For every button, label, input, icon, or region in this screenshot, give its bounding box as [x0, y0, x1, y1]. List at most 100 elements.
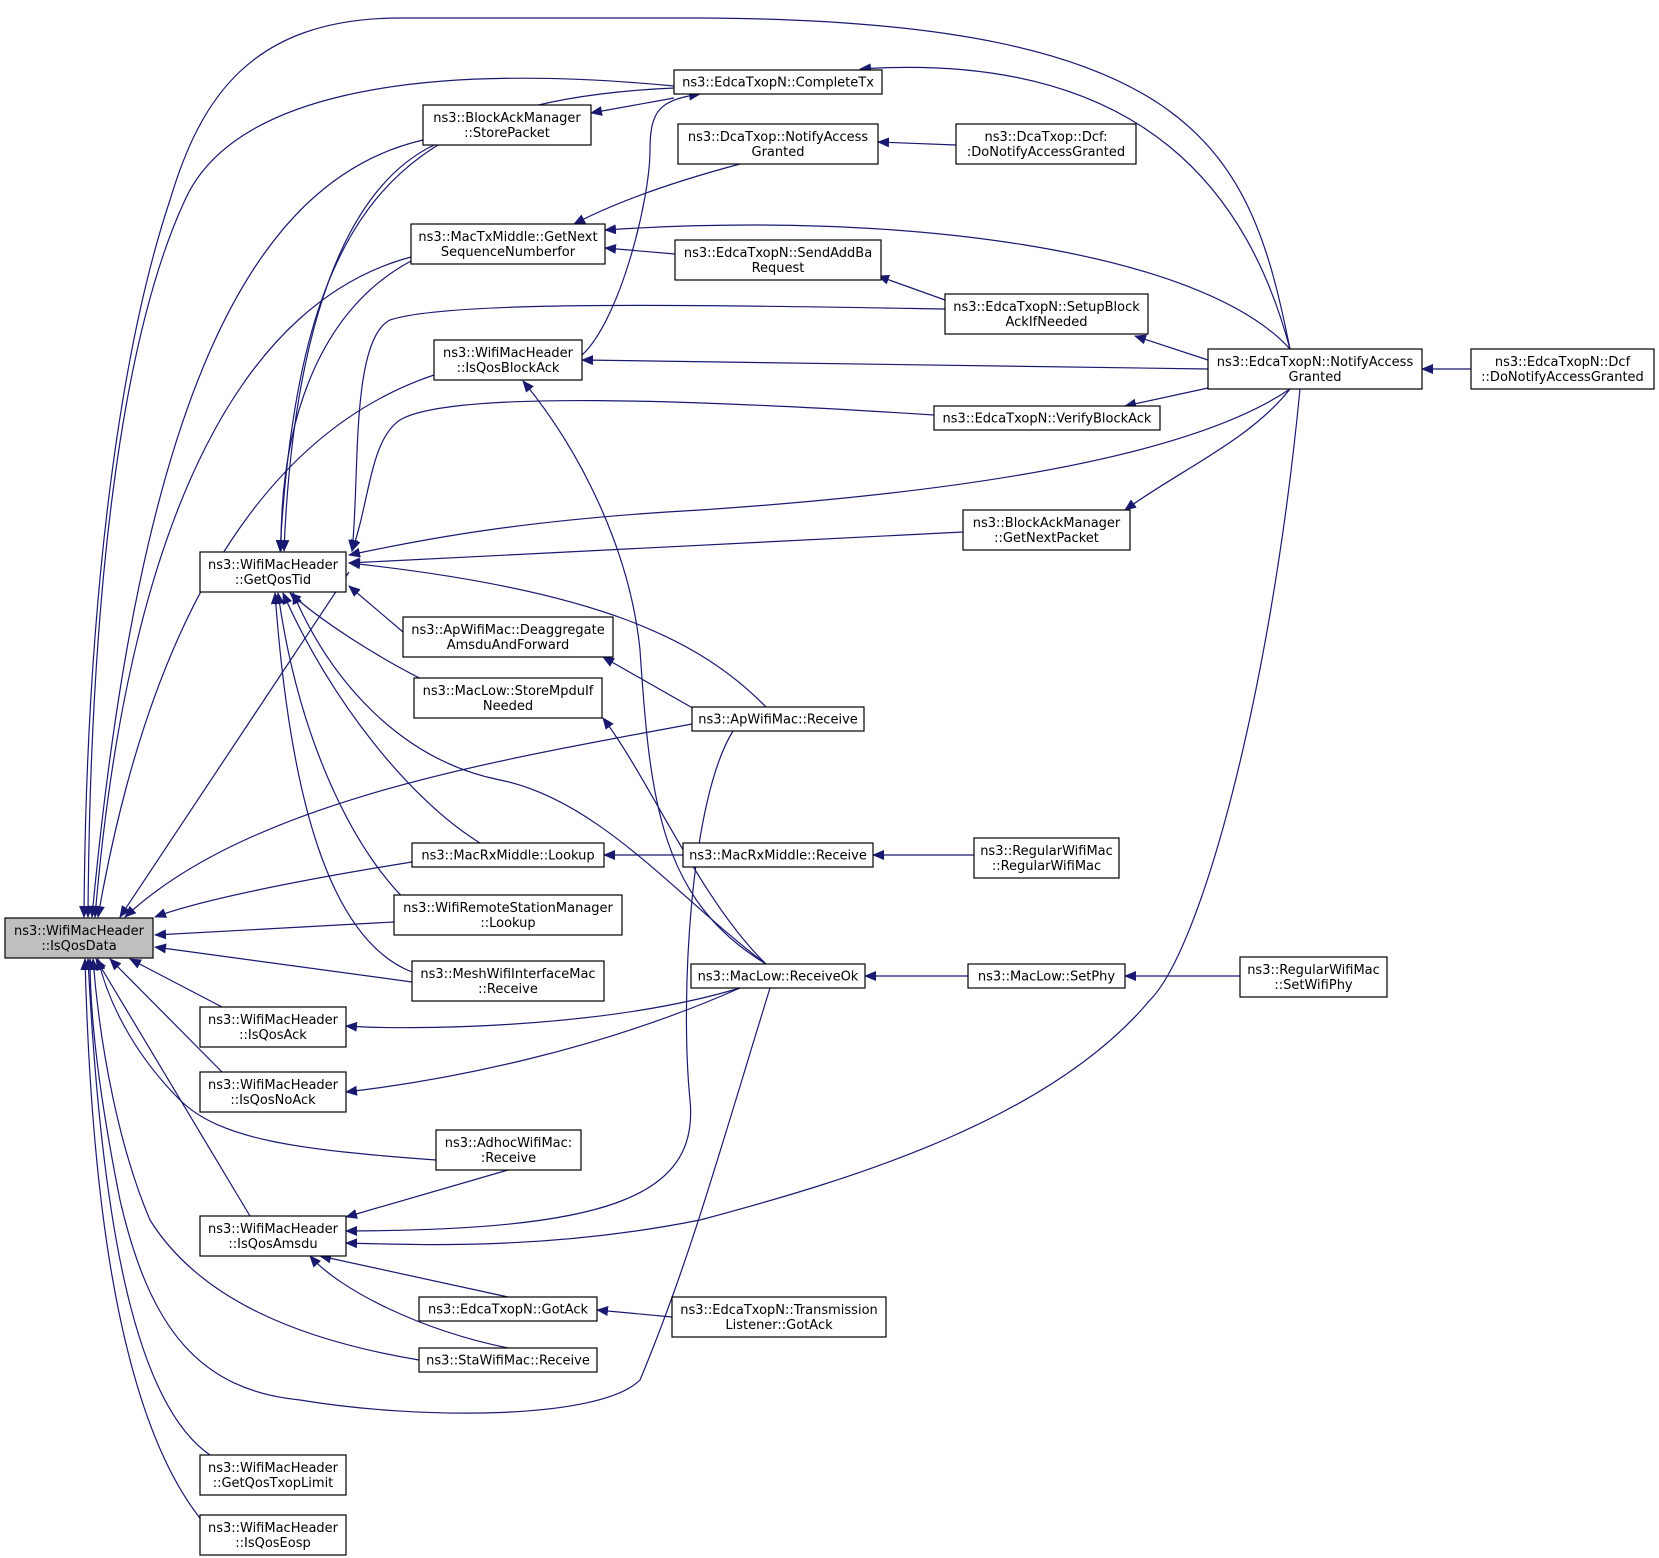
- node-label: ns3::RegularWifiMac: [1247, 963, 1380, 978]
- call-edge: [95, 958, 437, 1161]
- call-edge: [274, 592, 413, 907]
- node-box: [433, 339, 583, 381]
- node-label: ns3::ApWifiMac::Deaggregate: [411, 623, 605, 638]
- call-edge: [270, 592, 413, 973]
- node-label: ns3::ApWifiMac::Receive: [698, 713, 858, 728]
- node-box: [199, 1514, 347, 1556]
- node-gettxoplimit[interactable]: ns3::WifiMacHeader::GetQosTxopLimit: [199, 1454, 347, 1496]
- call-edge: [859, 63, 1291, 350]
- node-label: SequenceNumberfor: [441, 245, 576, 260]
- node-box: [418, 1347, 598, 1373]
- node-label: ::Lookup: [480, 916, 535, 931]
- call-edge: [581, 90, 701, 356]
- node-stareceive[interactable]: ns3::StaWifiMac::Receive: [418, 1347, 598, 1373]
- node-isqosnoack[interactable]: ns3::WifiMacHeader::IsQosNoAck: [199, 1071, 347, 1113]
- node-label: ns3::EdcaTxopN::VerifyBlockAck: [943, 412, 1152, 427]
- node-setwifiphy[interactable]: ns3::RegularWifiMac::SetWifiPhy: [1239, 956, 1388, 998]
- node-box: [418, 1296, 598, 1322]
- node-meshreceive[interactable]: ns3::MeshWifiInterfaceMac::Receive: [411, 960, 605, 1002]
- node-box: [199, 1006, 347, 1048]
- node-receiveok[interactable]: ns3::MacLow::ReceiveOk: [690, 963, 866, 989]
- node-completetx[interactable]: ns3::EdcaTxopN::CompleteTx: [673, 69, 883, 95]
- call-edge: [602, 717, 767, 965]
- node-box: [973, 837, 1120, 879]
- node-label: ::GetQosTid: [235, 573, 311, 588]
- node-dcfdonotify[interactable]: ns3::DcaTxop::Dcf::DoNotifyAccessGranted: [955, 123, 1137, 165]
- call-edge: [522, 380, 767, 965]
- node-label: ns3::MacTxMiddle::GetNext: [418, 230, 597, 245]
- node-box: [199, 1071, 347, 1113]
- node-label: ::IsQosBlockAck: [457, 361, 560, 376]
- node-label: ::IsQosAmsdu: [228, 1237, 317, 1252]
- node-label: ns3::WifiMacHeader: [208, 1461, 339, 1476]
- node-isqoseosp[interactable]: ns3::WifiMacHeader::IsQosEosp: [199, 1514, 347, 1556]
- node-setphy[interactable]: ns3::MacLow::SetPhy: [967, 963, 1126, 989]
- node-regularctor[interactable]: ns3::RegularWifiMac::RegularWifiMac: [973, 837, 1120, 879]
- node-box: [955, 123, 1137, 165]
- node-box: [691, 706, 865, 732]
- node-translistener[interactable]: ns3::EdcaTxopN::TransmissionListener::Go…: [671, 1296, 887, 1338]
- node-edcanotify[interactable]: ns3::EdcaTxopN::NotifyAccessGranted: [1207, 348, 1423, 390]
- node-deaggregate[interactable]: ns3::ApWifiMac::DeaggregateAmsduAndForwa…: [402, 616, 614, 658]
- nodes: ns3::WifiMacHeader::IsQosDatans3::WifiMa…: [4, 69, 1655, 1556]
- node-label: ns3::DcaTxop::Dcf:: [984, 130, 1107, 145]
- node-box: [411, 842, 605, 868]
- node-label: ns3::BlockAckManager: [433, 111, 581, 126]
- call-edge: [109, 958, 223, 1073]
- node-apreceive[interactable]: ns3::ApWifiMac::Receive: [691, 706, 865, 732]
- node-dcanotify[interactable]: ns3::DcaTxop::NotifyAccessGranted: [677, 123, 879, 165]
- call-edge: [877, 137, 957, 148]
- call-edge: [350, 399, 935, 552]
- node-isqosamsdu[interactable]: ns3::WifiMacHeader::IsQosAmsdu: [199, 1215, 347, 1257]
- call-edge: [581, 355, 1209, 370]
- call-edge: [124, 723, 693, 918]
- node-label: ns3::EdcaTxopN::CompleteTx: [682, 76, 874, 91]
- node-label: ns3::MacRxMiddle::Lookup: [421, 849, 594, 864]
- node-box: [199, 1454, 347, 1496]
- node-label: ns3::RegularWifiMac: [980, 844, 1113, 859]
- node-box: [1470, 348, 1655, 390]
- node-rsmlookup[interactable]: ns3::WifiRemoteStationManager::Lookup: [393, 894, 623, 936]
- node-box: [933, 405, 1161, 431]
- edges: [79, 17, 1471, 1531]
- node-box: [410, 223, 606, 265]
- node-edcadcf[interactable]: ns3::EdcaTxopN::Dcf::DoNotifyAccessGrant…: [1470, 348, 1655, 390]
- call-edge: [348, 304, 946, 552]
- node-label: ::IsQosAck: [239, 1028, 307, 1043]
- node-verifyblockack[interactable]: ns3::EdcaTxopN::VerifyBlockAck: [933, 405, 1161, 431]
- node-getnextpacket[interactable]: ns3::BlockAckManager::GetNextPacket: [962, 509, 1131, 551]
- call-edge: [83, 958, 211, 1456]
- node-storepacket[interactable]: ns3::BlockAckManager::StorePacket: [422, 104, 592, 146]
- node-gotack[interactable]: ns3::EdcaTxopN::GotAck: [418, 1296, 598, 1322]
- node-box: [413, 677, 603, 719]
- call-edge: [94, 374, 435, 918]
- call-edge: [1124, 388, 1291, 511]
- node-getqostid[interactable]: ns3::WifiMacHeader::GetQosTid: [199, 551, 347, 593]
- node-box: [967, 963, 1126, 989]
- node-label: ns3::MacLow::ReceiveOk: [698, 970, 859, 985]
- node-box: [435, 1129, 582, 1171]
- call-edge: [309, 1255, 509, 1349]
- node-rxreceive[interactable]: ns3::MacRxMiddle::Receive: [682, 842, 874, 868]
- node-box: [1207, 348, 1423, 390]
- node-isqosack[interactable]: ns3::WifiMacHeader::IsQosAck: [199, 1006, 347, 1048]
- node-rxlookup[interactable]: ns3::MacRxMiddle::Lookup: [411, 842, 605, 868]
- node-label: ns3::WifiMacHeader: [443, 346, 574, 361]
- call-edge: [83, 77, 675, 918]
- node-label: ns3::WifiMacHeader: [208, 1521, 339, 1536]
- node-label: ns3::MacLow::SetPhy: [978, 970, 1115, 985]
- call-edge: [345, 987, 741, 1096]
- call-edge: [80, 958, 211, 1531]
- node-isqosblockack[interactable]: ns3::WifiMacHeader::IsQosBlockAck: [433, 339, 583, 381]
- node-isqosdata[interactable]: ns3::WifiMacHeader::IsQosData: [4, 917, 154, 959]
- node-label: ::IsQosEosp: [235, 1536, 311, 1551]
- node-adhocreceive[interactable]: ns3::AdhocWifiMac::Receive: [435, 1129, 582, 1171]
- node-label: ns3::StaWifiMac::Receive: [426, 1354, 590, 1369]
- node-label: ::SetWifiPhy: [1274, 978, 1353, 993]
- node-label: ns3::MacRxMiddle::Receive: [689, 849, 867, 864]
- node-getnextseq[interactable]: ns3::MacTxMiddle::GetNextSequenceNumberf…: [410, 223, 606, 265]
